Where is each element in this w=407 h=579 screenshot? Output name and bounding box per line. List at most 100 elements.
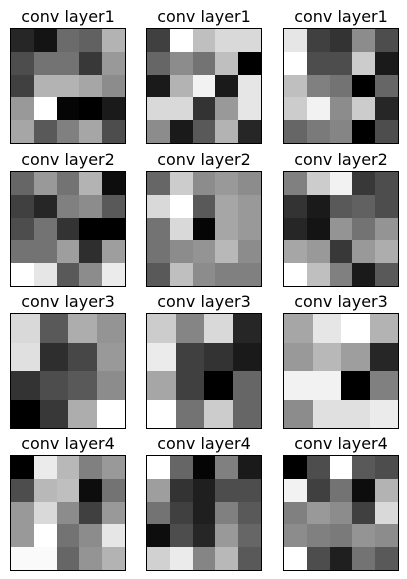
grid-cell-r3-c3 bbox=[192, 501, 216, 525]
panel-r3-c2: conv layer3 bbox=[146, 291, 262, 429]
weight-grid bbox=[10, 455, 126, 571]
grid-cell-r5-c1 bbox=[284, 263, 307, 286]
grid-cell-r3-c3 bbox=[56, 217, 80, 241]
grid-cell-r3-c5 bbox=[102, 74, 125, 98]
grid-cell-r3-c2 bbox=[306, 74, 330, 98]
grid-cell-r3-c2 bbox=[33, 217, 57, 241]
grid-cell-r2-c1 bbox=[284, 51, 307, 75]
grid-cell-r3-c5 bbox=[238, 501, 261, 525]
grid-cell-r2-c2 bbox=[312, 342, 341, 371]
grid-cell-r2-c5 bbox=[238, 51, 261, 75]
grid-cell-r1-c4 bbox=[352, 456, 376, 479]
grid-cell-r3-c4 bbox=[352, 217, 376, 241]
grid-cell-r3-c1 bbox=[147, 371, 176, 400]
grid-cell-r2-c3 bbox=[329, 478, 353, 502]
panel-r3-c1: conv layer3 bbox=[10, 291, 126, 429]
grid-cell-r2-c5 bbox=[375, 51, 398, 75]
grid-cell-r2-c1 bbox=[284, 478, 307, 502]
grid-cell-r3-c2 bbox=[33, 74, 57, 98]
grid-cell-r5-c4 bbox=[352, 120, 376, 143]
grid-cell-r5-c2 bbox=[169, 263, 193, 286]
panel-r4-c3: conv layer4 bbox=[283, 433, 399, 571]
grid-cell-r1-c5 bbox=[375, 456, 398, 479]
grid-cell-r1-c4 bbox=[215, 172, 239, 195]
grid-cell-r3-c2 bbox=[175, 371, 204, 400]
grid-cell-r4-c4 bbox=[215, 97, 239, 121]
grid-cell-r5-c5 bbox=[238, 263, 261, 286]
grid-cell-r2-c3 bbox=[192, 194, 216, 218]
grid-cell-r2-c5 bbox=[375, 194, 398, 218]
grid-cell-r1-c4 bbox=[96, 314, 125, 343]
grid-cell-r3-c4 bbox=[352, 501, 376, 525]
grid-cell-r2-c2 bbox=[169, 51, 193, 75]
grid-cell-r5-c3 bbox=[192, 263, 216, 286]
grid-cell-r1-c4 bbox=[352, 29, 376, 52]
grid-cell-r3-c5 bbox=[375, 74, 398, 98]
grid-cell-r4-c2 bbox=[33, 240, 57, 264]
grid-cell-r2-c1 bbox=[11, 194, 34, 218]
grid-cell-r1-c3 bbox=[192, 456, 216, 479]
grid-cell-r5-c4 bbox=[79, 120, 103, 143]
grid-cell-r5-c3 bbox=[329, 120, 353, 143]
grid-cell-r5-c2 bbox=[169, 547, 193, 570]
grid-cell-r5-c3 bbox=[329, 547, 353, 570]
grid-cell-r3-c1 bbox=[11, 371, 40, 400]
grid-cell-r4-c1 bbox=[147, 524, 170, 548]
grid-cell-r3-c1 bbox=[11, 217, 34, 241]
panel-r2-c3: conv layer2 bbox=[283, 149, 399, 287]
grid-cell-r5-c5 bbox=[375, 120, 398, 143]
weight-grid bbox=[10, 313, 126, 429]
panel-r2-c1: conv layer2 bbox=[10, 149, 126, 287]
grid-cell-r4-c5 bbox=[238, 524, 261, 548]
grid-cell-r1-c2 bbox=[306, 456, 330, 479]
grid-cell-r5-c1 bbox=[284, 547, 307, 570]
grid-cell-r4-c1 bbox=[11, 97, 34, 121]
weight-grid bbox=[146, 171, 262, 287]
grid-cell-r2-c4 bbox=[215, 478, 239, 502]
grid-cell-r3-c4 bbox=[79, 217, 103, 241]
grid-cell-r1-c4 bbox=[369, 314, 398, 343]
grid-cell-r2-c1 bbox=[147, 194, 170, 218]
grid-cell-r3-c4 bbox=[369, 371, 398, 400]
grid-cell-r3-c3 bbox=[192, 74, 216, 98]
grid-cell-r2-c3 bbox=[204, 342, 233, 371]
grid-cell-r4-c2 bbox=[39, 399, 68, 428]
grid-cell-r2-c1 bbox=[284, 194, 307, 218]
grid-cell-r1-c4 bbox=[79, 172, 103, 195]
grid-cell-r1-c5 bbox=[102, 172, 125, 195]
grid-cell-r2-c2 bbox=[33, 51, 57, 75]
grid-cell-r4-c2 bbox=[175, 399, 204, 428]
grid-cell-r1-c4 bbox=[215, 29, 239, 52]
panel-r4-c2: conv layer4 bbox=[146, 433, 262, 571]
grid-cell-r3-c3 bbox=[341, 371, 370, 400]
grid-cell-r1-c1 bbox=[284, 456, 307, 479]
grid-cell-r5-c1 bbox=[147, 547, 170, 570]
grid-cell-r3-c2 bbox=[306, 501, 330, 525]
grid-cell-r4-c3 bbox=[192, 524, 216, 548]
grid-cell-r5-c5 bbox=[375, 547, 398, 570]
grid-cell-r4-c1 bbox=[147, 97, 170, 121]
weight-grid bbox=[146, 28, 262, 144]
grid-cell-r1-c2 bbox=[175, 314, 204, 343]
grid-cell-r3-c2 bbox=[33, 501, 57, 525]
grid-cell-r5-c2 bbox=[169, 120, 193, 143]
grid-cell-r5-c4 bbox=[215, 263, 239, 286]
panel-title: conv layer1 bbox=[21, 7, 115, 26]
grid-cell-r4-c2 bbox=[169, 240, 193, 264]
panel-title: conv layer3 bbox=[294, 292, 388, 311]
grid-cell-r1-c3 bbox=[68, 314, 97, 343]
grid-cell-r1-c2 bbox=[169, 456, 193, 479]
grid-cell-r1-c1 bbox=[284, 314, 313, 343]
weight-grid bbox=[283, 455, 399, 571]
grid-cell-r1-c5 bbox=[375, 29, 398, 52]
grid-cell-r1-c4 bbox=[79, 456, 103, 479]
grid-cell-r1-c2 bbox=[306, 172, 330, 195]
grid-cell-r5-c5 bbox=[102, 263, 125, 286]
grid-cell-r4-c1 bbox=[284, 399, 313, 428]
grid-cell-r1-c4 bbox=[79, 29, 103, 52]
grid-cell-r4-c4 bbox=[352, 97, 376, 121]
panel-title: conv layer2 bbox=[294, 150, 388, 169]
panel-r4-c1: conv layer4 bbox=[10, 433, 126, 571]
grid-cell-r3-c2 bbox=[312, 371, 341, 400]
grid-cell-r4-c5 bbox=[238, 97, 261, 121]
